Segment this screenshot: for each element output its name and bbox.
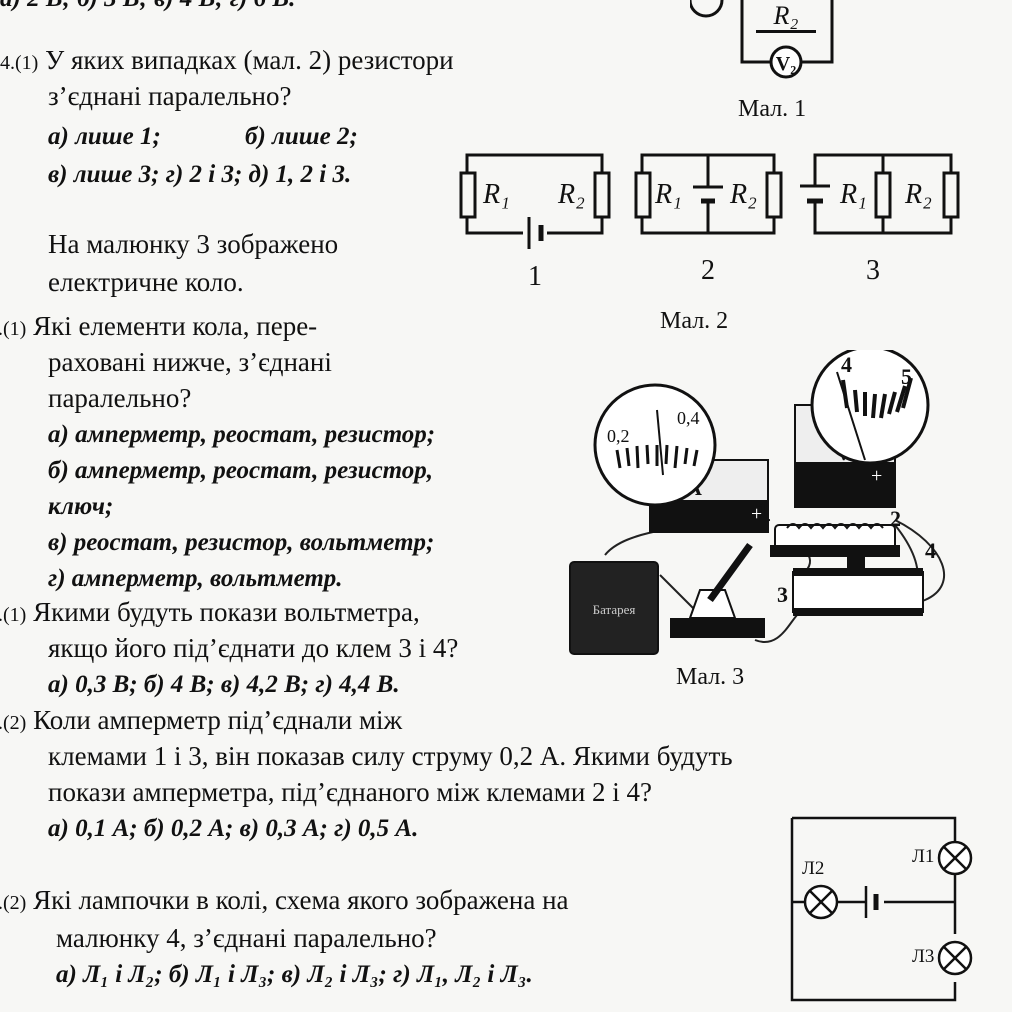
fig2-label-1: 1 xyxy=(528,261,542,285)
lamp-l3-label: Л3 xyxy=(912,946,934,967)
q8-line2: малюнку 4, з’єднані паралельно? xyxy=(56,923,437,953)
lamp-l2-icon xyxy=(803,884,839,920)
q8-options: а) Л₁ і Л₂; б) Л₁ і Л₃; в) Л₂ і Л₃; г) Л… xyxy=(56,961,533,988)
q4-options-line2: в) лише 3; г) 2 і 3; д) 1, 2 і 3. xyxy=(48,161,352,188)
fig2-label-2: 2 xyxy=(701,255,715,285)
svg-text:+: + xyxy=(751,503,762,525)
fig3-caption: Мал. 3 xyxy=(676,664,745,690)
fig1-v2-label: V₂ xyxy=(776,53,796,75)
battery-label: Батарея xyxy=(593,602,636,617)
battery xyxy=(569,561,659,655)
q7-line3: покази амперметра, під’єднаного між клем… xyxy=(48,777,653,807)
q4-line2: з’єднані паралельно? xyxy=(48,81,292,111)
ammeter-scale-02: 0,2 xyxy=(607,426,630,446)
fig2-c2-r1: R₁ xyxy=(654,179,682,210)
q6-options: а) 0,3 В; б) 4 В; в) 4,2 В; г) 4,4 В. xyxy=(48,671,400,698)
q8-line1: Які лампочки в колі, схема якого зображе… xyxy=(33,885,569,915)
terminal-4: 4 xyxy=(925,538,936,563)
figure-4-circuit: Л1 Л2 Л3 xyxy=(790,816,973,1002)
ammeter-scale-04: 0,4 xyxy=(677,408,700,428)
q5-line1: Які елементи кола, пере- xyxy=(33,311,318,341)
intro-line1: На малюнку 3 зображено xyxy=(48,229,339,259)
q5-option-d: г) амперметр, вольтметр. xyxy=(48,565,343,592)
voltmeter-scale-4: 4 xyxy=(841,352,852,377)
q6-line1: Якими будуть покази вольтметра, xyxy=(33,597,420,627)
figure-2-circuits: R₁ R₂ R₁ R₂ R₁ R₂ 1 2 3 xyxy=(459,153,960,285)
q4-option-a: а) лише 1; xyxy=(48,123,161,150)
voltmeter-scale-5: 5 xyxy=(901,364,912,389)
lamp-l2-label: Л2 xyxy=(802,858,824,879)
terminal-1: 1 xyxy=(757,498,768,523)
switch-base xyxy=(670,618,765,638)
q6-line2: якщо його під’єднати до клем 3 і 4? xyxy=(48,633,459,663)
figure-1-circuit: R₂ V₂ xyxy=(690,0,834,79)
q4-number: 4.(1) xyxy=(0,52,39,74)
rheostat xyxy=(792,571,924,613)
figure-3-apparatus: + A 0,2 0,4 + V 4 5 1 2 3 4 Батарея xyxy=(569,350,945,655)
q4-option-b: б) лише 2; xyxy=(245,123,358,150)
fig1-voltmeter-icon xyxy=(769,45,803,79)
top-answers-cut: а) 2 В; б) 3 В; в) 4 В; г) 6 В. xyxy=(0,0,295,14)
q4-line1: У яких випадках (мал. 2) резистори xyxy=(45,45,454,75)
rheostat-slider xyxy=(847,555,865,575)
svg-text:+: + xyxy=(871,465,882,487)
fig2-c2-r2: R₂ xyxy=(729,179,757,210)
q7-line1: Коли амперметр під’єднали між xyxy=(33,705,403,735)
lamp-l1-icon xyxy=(937,840,973,876)
fig1-caption: Мал. 1 xyxy=(738,96,807,122)
ammeter-scale-magnifier xyxy=(593,383,717,507)
fig2-c3-r1: R₁ xyxy=(839,179,867,210)
fig1-meter-cut-icon xyxy=(690,0,724,18)
terminal-3: 3 xyxy=(777,582,788,607)
fig2-c1-r2: R₂ xyxy=(557,179,585,210)
q5-option-b: б) амперметр, реостат, резистор, xyxy=(48,457,434,484)
q6-number: 6.(1) xyxy=(0,604,27,626)
q7-line2: клемами 1 і 3, він показав силу струму 0… xyxy=(48,741,733,771)
q5-option-b-cont: ключ; xyxy=(48,493,114,520)
switch-lever xyxy=(707,542,753,603)
fig2-caption: Мал. 2 xyxy=(660,308,729,334)
q7-options: а) 0,1 А; б) 0,2 А; в) 0,3 А; г) 0,5 А. xyxy=(48,815,419,842)
intro-line2: електричне коло. xyxy=(48,267,244,297)
q5-option-c: в) реостат, резистор, вольтметр; xyxy=(48,529,435,556)
lamp-l3-icon xyxy=(937,940,973,976)
lamp-l1-label: Л1 xyxy=(912,846,934,867)
terminal-2: 2 xyxy=(890,506,901,531)
fig2-c3-r2: R₂ xyxy=(904,179,932,210)
q5-line3: паралельно? xyxy=(48,383,192,413)
q7-number: 7.(2) xyxy=(0,712,27,734)
q5-number: 5.(1) xyxy=(0,318,27,340)
q8-number: 8.(2) xyxy=(0,892,27,914)
voltmeter-scale-magnifier xyxy=(810,350,930,465)
fig2-c1-r1: R₁ xyxy=(482,179,510,210)
q5-line2: раховані нижче, з’єднані xyxy=(48,347,332,377)
fig2-label-3: 3 xyxy=(866,255,880,285)
q5-option-a: а) амперметр, реостат, резистор; xyxy=(48,421,436,448)
fig1-r2-label: R₂ xyxy=(773,1,799,30)
